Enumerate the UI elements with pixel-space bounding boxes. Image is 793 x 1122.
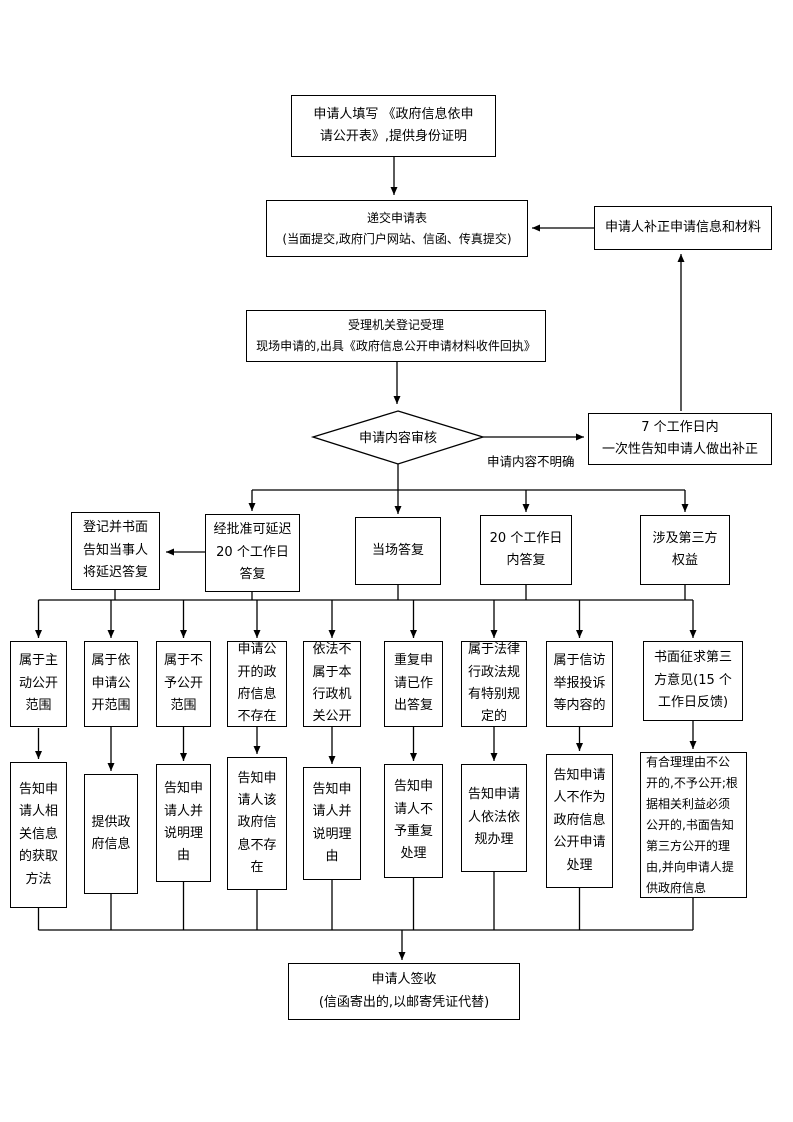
node-approved-delay-20days: 经批准可延迟 20 个工作日答复: [205, 514, 300, 592]
node-third-party-decision: 有合理理由不公开的,不予公开;根据相关利益必须公开的,书面告知第三方公开的理由,…: [640, 752, 747, 898]
node-accept-register: 受理机关登记受理 现场申请的,出具《政府信息公开申请材料收件回执》: [246, 310, 546, 362]
node-inform-access-method: 告知申请人相关信息的获取方法: [10, 762, 67, 908]
node-inform-not-treated-as-request: 告知申请人不作为政府信息公开申请处理: [546, 754, 613, 888]
node-special-regulation: 属于法律行政法规有特别规定的: [461, 641, 527, 727]
node-inform-no-repeat-handling: 告知申请人不予重复处理: [384, 764, 443, 878]
node-scope-on-request-disclosure: 属于依申请公开范围: [84, 641, 138, 727]
label-content-unclear: 申请内容不明确: [487, 454, 575, 469]
node-inform-not-exist: 告知申请人该政府信息不存在: [227, 757, 287, 890]
node-not-this-agency: 依法不属于本行政机关公开: [303, 641, 361, 727]
node-register-delay-notice: 登记并书面告知当事人将延迟答复: [71, 512, 160, 590]
node-provide-info: 提供政府信息: [84, 774, 138, 894]
node-scope-non-disclosure: 属于不予公开范围: [156, 641, 211, 727]
node-correct-materials: 申请人补正申请信息和材料: [594, 206, 772, 250]
node-submit-application: 递交申请表 (当面提交,政府门户网站、信函、传真提交): [266, 200, 528, 257]
node-sign-receipt: 申请人签收 (信函寄出的,以邮寄凭证代替): [288, 963, 520, 1020]
node-repeated-request: 重复申请已作出答复: [384, 641, 443, 727]
node-inform-with-reason-2: 告知申请人并说明理由: [303, 767, 361, 880]
node-inform-handle-per-law: 告知申请人依法依规办理: [461, 764, 527, 872]
node-third-party-rights: 涉及第三方权益: [640, 515, 730, 585]
node-reply-within-20days: 20 个工作日内答复: [480, 515, 572, 585]
node-notify-supplement-7days: 7 个工作日内 一次性告知申请人做出补正: [588, 413, 772, 465]
node-inform-with-reason-1: 告知申请人并说明理由: [156, 764, 211, 882]
node-petition-complaint-content: 属于信访举报投诉等内容的: [546, 641, 613, 727]
node-seek-third-party-opinion: 书面征求第三方意见(15 个工作日反馈): [643, 641, 743, 721]
node-scope-proactive-disclosure: 属于主动公开范围: [10, 641, 67, 727]
node-info-not-exist: 申请公开的政府信息不存在: [227, 641, 287, 727]
decision-review-label: 申请内容审核: [358, 431, 437, 446]
node-onsite-reply: 当场答复: [355, 517, 441, 585]
node-fill-form: 申请人填写 《政府信息依申 请公开表》,提供身份证明: [291, 95, 496, 157]
